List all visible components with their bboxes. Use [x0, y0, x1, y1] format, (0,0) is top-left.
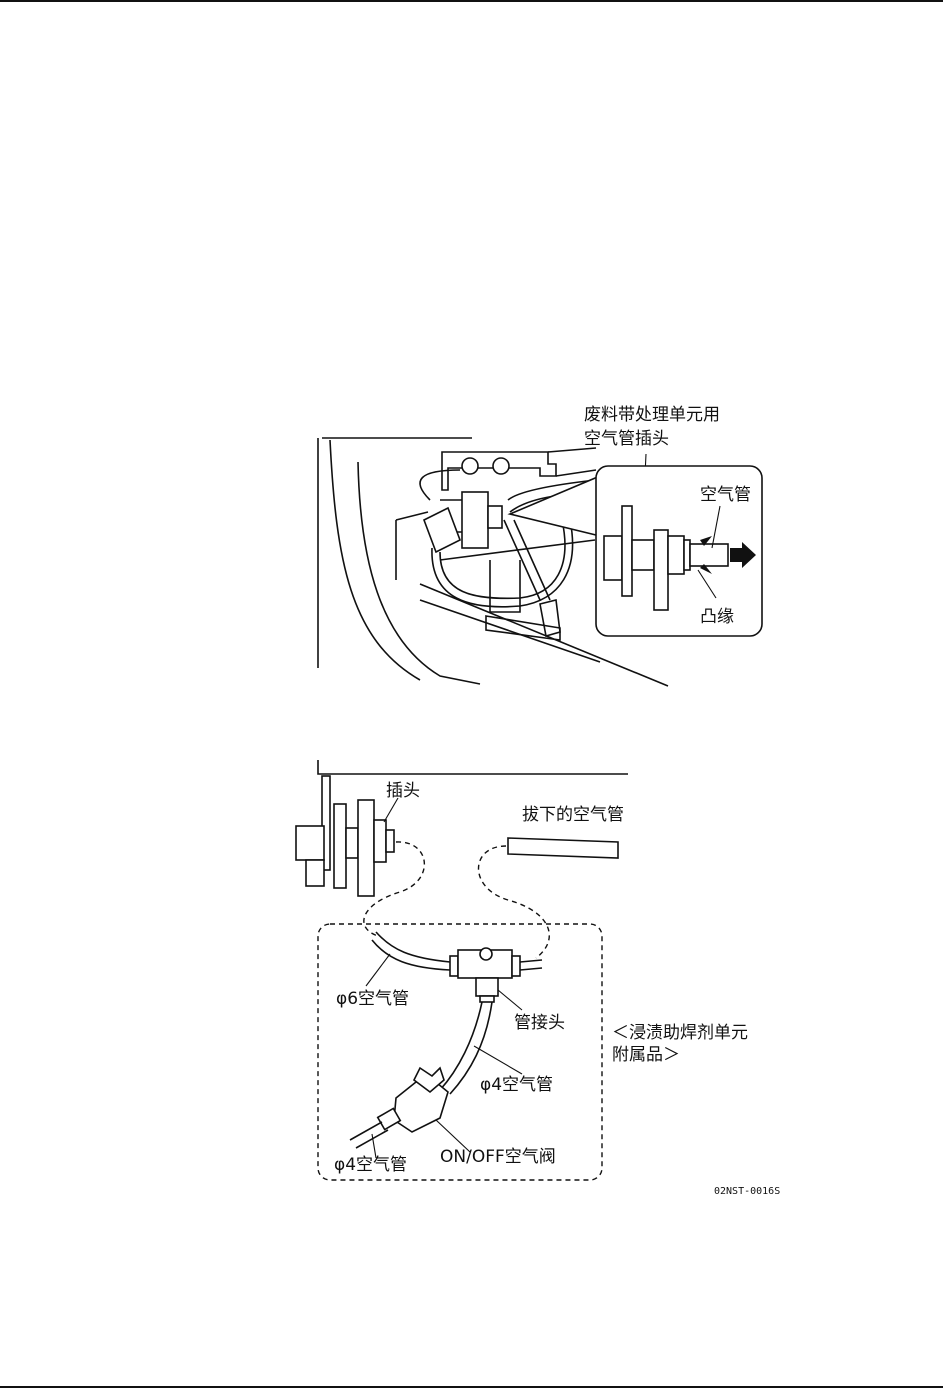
support-post: [490, 560, 520, 612]
fitting-end-right: [512, 956, 520, 976]
fitting-leader: [498, 990, 522, 1010]
figure-1-machine-view: [318, 438, 762, 686]
tube-upper: [420, 470, 460, 500]
elbow-fitting: [424, 508, 460, 552]
drawing-code: 02NST-0016S: [714, 1186, 780, 1197]
plug-flange: [358, 800, 374, 896]
callout-label-line1: 废料带处理单元用: [584, 405, 720, 425]
plug-plate: [334, 804, 346, 888]
bolt-left: [462, 458, 478, 474]
plug-neck: [346, 828, 358, 858]
valve-label: ON/OFF空气阀: [440, 1147, 556, 1167]
inset-flange-ring: [684, 540, 690, 570]
plug-nut: [374, 820, 386, 862]
removed-tube-label: 拔下的空气管: [522, 805, 624, 825]
inset-body: [604, 536, 622, 580]
inset-flange-plate: [654, 530, 668, 610]
connector-plug: [488, 506, 502, 528]
panel-edge: [318, 760, 628, 774]
inset-air-tube: [690, 544, 728, 566]
tube-stub-right: [520, 960, 542, 970]
base-diagonal-2: [420, 600, 600, 662]
phi4-lower-label: φ4空气管: [334, 1155, 407, 1175]
dashed-route-right: [479, 846, 550, 958]
phi4-upper-label: φ4空气管: [480, 1075, 553, 1095]
phi6-tube: [372, 932, 450, 970]
callout-label-line2: 空气管插头: [584, 429, 669, 449]
inset-tube-label: 空气管: [700, 485, 751, 505]
tee-branch: [476, 978, 498, 996]
accessory-label-line1: ＜浸渍助焊剂单元: [612, 1023, 748, 1043]
plug-foot: [306, 860, 324, 886]
housing-curve-inner: [330, 440, 420, 680]
phi6-leader: [366, 954, 390, 986]
plug-body: [296, 826, 324, 860]
plug-label: 插头: [386, 781, 420, 801]
phi4-upper-leader: [474, 1046, 522, 1074]
bolt-right: [493, 458, 509, 474]
plug-socket: [386, 830, 394, 852]
removed-air-tube: [508, 838, 618, 858]
inset-panel: [622, 506, 632, 596]
bottom-rule: [0, 1386, 943, 1388]
tee-branch-end: [480, 996, 494, 1002]
connector-block: [462, 492, 488, 548]
tube-down: [504, 520, 550, 600]
inset-flange-label: 凸缘: [700, 607, 734, 627]
accessory-label-line2: 附属品＞: [612, 1045, 680, 1065]
tube-clamp: [540, 600, 560, 636]
fitting-port: [480, 948, 492, 960]
inset-neck: [632, 540, 654, 570]
housing-panel: [396, 512, 428, 580]
fitting-end-left: [450, 956, 458, 976]
inset-nut: [668, 536, 684, 574]
phi6-tube-label: φ6空气管: [336, 989, 409, 1009]
plug-leader: [384, 798, 398, 822]
fitting-label: 管接头: [514, 1013, 565, 1033]
